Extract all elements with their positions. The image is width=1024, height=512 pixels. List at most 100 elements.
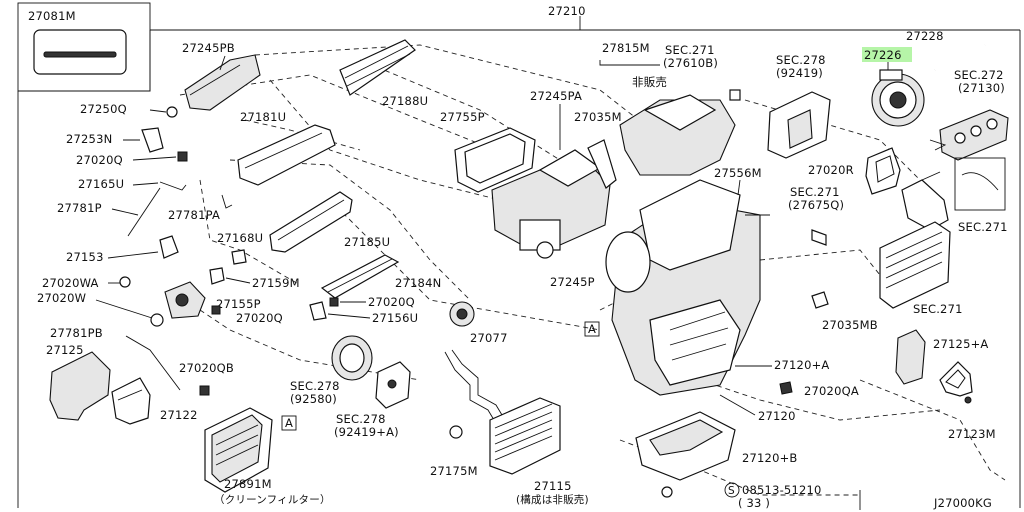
clip-27020WA [119,276,131,288]
filter-media [211,414,263,483]
clip-27020QA [779,381,793,395]
link-27159M [209,267,225,285]
sensor-hole [387,379,397,389]
callout-27020Q-b: 27020Q [236,311,283,325]
leader [219,55,226,71]
duct-27815M-top [643,94,717,131]
duct-edge [344,45,409,79]
filter-pleat [215,444,259,466]
case-27120B-inner [649,419,724,456]
pipe-27175M [451,349,509,426]
blower-hub [889,91,907,109]
rod-27781PB [125,335,181,391]
diagram-code: J27000KG [933,496,992,510]
leader [327,313,371,319]
drain-cap [661,486,673,498]
callout-27556M: 27556M [714,166,762,180]
callout-27020Q-c: 27020Q [368,295,415,309]
washer-27020W [150,313,164,327]
callout-sec271-a-ref: (27610B) [663,56,718,70]
screw-symbol-circle [724,482,740,498]
duct-edge [327,258,393,293]
guide-line [329,199,601,331]
callout-27020QA: 27020QA [804,384,859,398]
highlight-27226 [862,47,912,62]
callout-sec271-c: SEC.271 [958,220,1008,234]
leader [111,208,139,216]
callout-27120: 27120 [758,409,796,423]
callout-27020WA: 27020WA [42,276,99,290]
callout-27020W: 27020W [37,291,86,305]
duct-edge [346,53,411,87]
callout-27228: 27228 [906,29,944,43]
callout-sec278-c: SEC.278 [336,412,386,426]
callout-hihanbai: 非販売 [632,75,667,89]
expansion-valve [449,425,463,439]
bracket-edge [117,389,143,401]
callout-sec272: SEC.272 [954,68,1004,82]
callout-27781PA: 27781PA [168,208,220,222]
callout-27115: 27115 [534,479,572,493]
control-wire [929,139,947,151]
duct-edge [277,199,345,241]
callout-27155P: 27155P [216,297,261,311]
sec271-27610B-part [729,89,741,101]
control-knob [954,132,966,144]
callout-27125: 27125 [46,343,84,357]
ref-marker-A2 [584,321,600,337]
callout-27120A: 27120+A [774,358,830,372]
callout-sec278-b-ref: (92580) [290,392,337,406]
callout-27168U: 27168U [217,231,263,245]
lever-27153 [159,235,179,259]
bracket-27253N [141,127,164,153]
actuator-gear [175,293,189,307]
housing-ribs [669,311,729,361]
leader [132,182,159,186]
callout-27185U: 27185U [344,235,390,249]
callout-27188U: 27188U [382,94,428,108]
duct-27185U [269,191,353,253]
bracket-27122 [111,377,151,425]
sec271-inset-pipe [961,172,999,191]
clip-27020QB [199,385,210,396]
clip-27250Q [166,106,178,118]
sec271-inset-box [954,157,1006,211]
leader [95,299,153,319]
lever-27165U [159,181,187,191]
badge-stripe [43,51,117,58]
callout-27153: 27153 [66,250,104,264]
duct-edge [244,132,323,169]
callout-27165U: 27165U [78,177,124,191]
callout-27250Q: 27250Q [80,102,127,116]
callout-27210: 27210 [548,4,586,18]
main-frame-joint [18,30,151,92]
control-knob [986,118,998,130]
blower-mount [879,69,903,81]
bracket-edge [189,64,241,96]
duct-27188U [339,39,416,96]
callout-27156U: 27156U [372,311,418,325]
filter-pleat [215,424,259,446]
callout-27081M: 27081M [28,9,76,23]
leader-bracket [599,60,660,66]
seal-inner [464,133,526,184]
sec278-92580-face [339,343,365,373]
leader [107,251,159,259]
callout-27253N: 27253N [66,132,112,146]
callout-sec271-a: SEC.271 [665,43,715,57]
guide-line [244,119,361,151]
clip [964,396,972,404]
link-27781PA [221,194,233,209]
callout-screw-qty: ( 33 ) [738,496,770,510]
callout-sec278-a-ref: (92419) [776,66,823,80]
callout-27755P: 27755P [440,110,485,124]
leader [149,109,167,113]
guide-line [269,79,501,201]
callout-27020QB: 27020QB [179,361,234,375]
callout-screw: 08513-51210 [742,483,822,497]
clip-27020Q-c [329,297,339,307]
heater-pipe [921,171,941,181]
callout-sec271-b-ref: (27675Q) [788,198,844,212]
clip-27020Q [177,151,188,162]
